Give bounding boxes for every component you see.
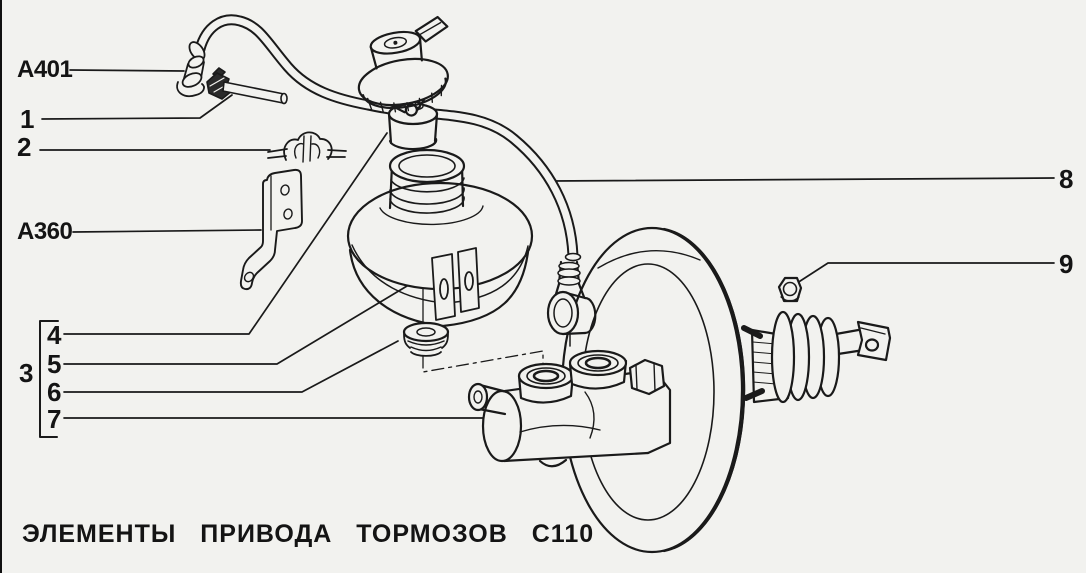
callout-label-7: 7 (47, 404, 62, 434)
callout-label-6: 6 (47, 377, 62, 407)
callout-label-3: 3 (19, 358, 34, 388)
master-cylinder-drawing (467, 349, 672, 468)
nut-drawing (777, 276, 803, 303)
leader-lines (39, 69, 1055, 419)
rubber-bushing-drawing (402, 321, 450, 357)
callout-label-9: 9 (1059, 249, 1074, 279)
figure-caption: ЭЛЕМЕНТЫ ПРИВОДА ТОРМОЗОВ С110 (22, 520, 595, 548)
callout-label-8: 8 (1059, 164, 1074, 194)
booster-stud (743, 388, 765, 401)
reservoir-mounting-ears-drawing (431, 247, 480, 321)
callout-label-2: 2 (17, 132, 32, 162)
vacuum-hose-drawing (188, 14, 582, 262)
callout-label-a401: A401 (17, 56, 73, 83)
callout-label-4: 4 (47, 320, 62, 350)
callout-label-5: 5 (47, 349, 62, 379)
grommet-drawing (176, 55, 205, 97)
booster-stud (741, 325, 763, 339)
booster-bellows-drawing (770, 310, 841, 404)
bracket-drawing (239, 168, 303, 291)
leader-a360 (72, 229, 262, 233)
group-bracket-3 (39, 320, 59, 438)
leader-5 (63, 285, 408, 365)
leader-9 (793, 262, 1055, 286)
callout-label-1: 1 (20, 104, 35, 134)
check-valve-drawing (546, 260, 597, 347)
leader-6 (63, 340, 399, 393)
hose-union-drawing (206, 67, 288, 105)
leader-a401 (69, 69, 185, 72)
leader-4 (63, 132, 388, 335)
callout-label-a360: A360 (17, 218, 73, 245)
hose-clip-drawing (267, 131, 347, 163)
scan-edge-line (0, 0, 2, 573)
pushrod-clevis-drawing (834, 320, 892, 362)
leader-8 (551, 177, 1055, 182)
leader-1 (41, 94, 233, 120)
reservoir-cap-drawing (357, 15, 449, 117)
